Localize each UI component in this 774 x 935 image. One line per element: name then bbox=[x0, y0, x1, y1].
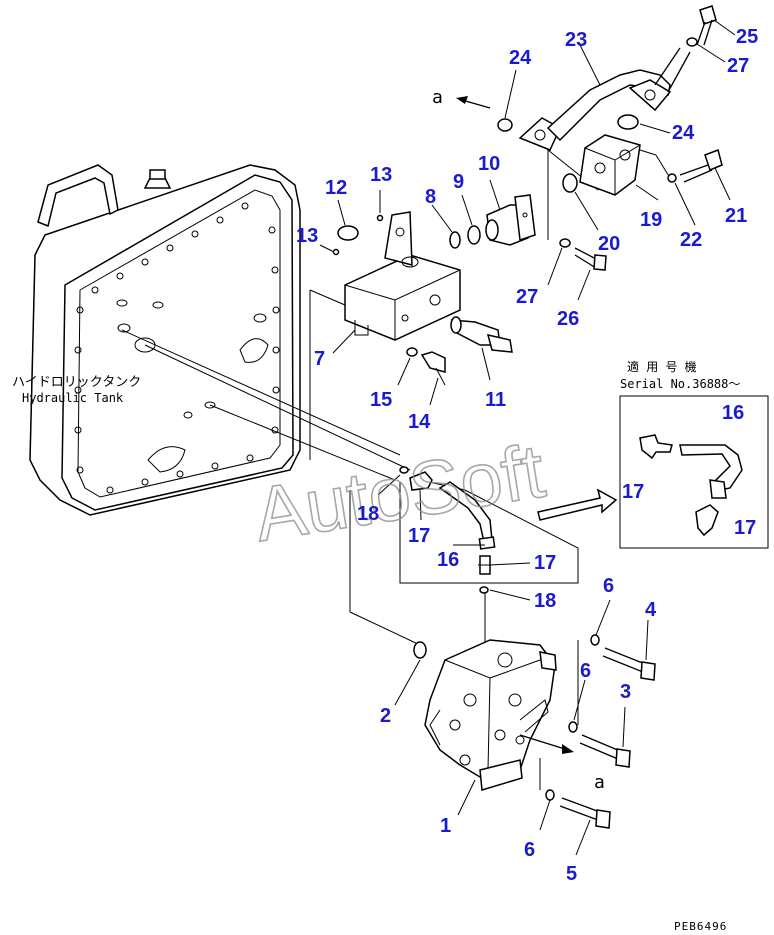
callout-7: 7 bbox=[314, 348, 325, 370]
part-25-bolt bbox=[696, 5, 717, 46]
part-27-washer-b bbox=[559, 238, 571, 248]
callout-24b: 24 bbox=[672, 122, 695, 144]
callout-15: 15 bbox=[370, 389, 392, 411]
part-10-solenoid bbox=[485, 194, 536, 246]
part-13b-small-ring bbox=[332, 248, 340, 256]
part-12-oring bbox=[337, 225, 359, 241]
callout-17-inset-b: 17 bbox=[734, 517, 756, 539]
part-24-oring-b bbox=[617, 114, 639, 130]
callout-10: 10 bbox=[478, 153, 500, 175]
callout-14: 14 bbox=[408, 411, 431, 433]
callout-26: 26 bbox=[557, 308, 579, 330]
serial-label-en: Serial No.36888〜 bbox=[620, 377, 740, 391]
callout-18b: 18 bbox=[534, 590, 556, 612]
callout-25: 25 bbox=[736, 26, 758, 48]
tank-label-jp: ハイドロリックタンク bbox=[12, 375, 141, 390]
arrow-a-top: a bbox=[432, 87, 491, 109]
callout-numbers: 24 23 25 27 24 10 9 8 13 12 13 19 21 20 … bbox=[296, 26, 758, 885]
serial-label-jp: 適 用 号 機 bbox=[627, 359, 697, 374]
part-2-oring bbox=[413, 641, 427, 659]
part-26-bolt bbox=[574, 247, 607, 271]
callout-1: 1 bbox=[440, 815, 451, 837]
part-20-oring bbox=[562, 173, 578, 193]
callout-11: 11 bbox=[485, 389, 506, 411]
callout-6b: 6 bbox=[580, 660, 591, 682]
part-14-15-bolt bbox=[406, 347, 446, 386]
callout-20: 20 bbox=[598, 233, 620, 255]
callout-21: 21 bbox=[725, 205, 747, 227]
part-9-oring bbox=[467, 225, 481, 245]
part-7-block bbox=[344, 211, 461, 341]
part-3-bolt bbox=[579, 734, 631, 768]
drawing-code: PEB6496 bbox=[674, 920, 727, 933]
part-27-washer-a bbox=[686, 37, 698, 47]
hydraulic-tank bbox=[29, 164, 301, 516]
part-1-valve bbox=[424, 639, 557, 791]
part-6-washer-b bbox=[568, 721, 578, 733]
callout-16: 16 bbox=[437, 549, 459, 571]
callout-17a: 17 bbox=[408, 525, 430, 547]
callout-17b: 17 bbox=[534, 552, 556, 574]
part-23-pipe bbox=[518, 47, 691, 151]
callout-17-inset-a: 17 bbox=[622, 481, 644, 503]
part-24-oring-a bbox=[497, 118, 513, 132]
svg-text:a: a bbox=[594, 772, 605, 793]
callout-6a: 6 bbox=[603, 575, 614, 597]
part-17-elbow-a bbox=[409, 471, 433, 491]
callout-5: 5 bbox=[566, 863, 577, 885]
leader-lines bbox=[121, 149, 671, 790]
part-11-sensor bbox=[450, 316, 513, 353]
callout-13b: 13 bbox=[296, 225, 318, 247]
callout-27b: 27 bbox=[516, 286, 538, 308]
part-6-washer-a bbox=[590, 634, 600, 646]
part-21-bolt bbox=[679, 149, 723, 183]
part-19-flange bbox=[579, 134, 641, 196]
callout-19: 19 bbox=[640, 209, 662, 231]
callout-18a: 18 bbox=[357, 503, 379, 525]
part-13-small-ring bbox=[376, 214, 384, 222]
serial-inset bbox=[619, 395, 769, 549]
part-4-bolt bbox=[602, 647, 656, 681]
inset-pointer-arrow bbox=[537, 488, 618, 521]
callout-2: 2 bbox=[380, 705, 391, 727]
callout-4: 4 bbox=[645, 599, 657, 621]
callout-13a: 13 bbox=[370, 164, 392, 186]
callout-6c: 6 bbox=[524, 839, 535, 861]
part-6-washer-c bbox=[545, 789, 555, 801]
part-16-hose bbox=[438, 481, 496, 550]
callout-16-inset: 16 bbox=[722, 402, 744, 424]
callout-27a: 27 bbox=[727, 55, 749, 77]
part-17-elbow-b bbox=[478, 555, 492, 575]
svg-text:a: a bbox=[432, 87, 443, 108]
part-22-washer bbox=[667, 173, 677, 183]
callout-22: 22 bbox=[680, 229, 702, 251]
callout-23: 23 bbox=[565, 29, 587, 51]
tank-label-en: Hydraulic Tank bbox=[22, 391, 124, 405]
part-8-oring bbox=[449, 231, 461, 249]
callout-8: 8 bbox=[425, 186, 436, 208]
callout-leaders bbox=[319, 19, 736, 856]
part-18-oring-b bbox=[399, 466, 409, 474]
callout-24a: 24 bbox=[509, 47, 532, 69]
part-18-oring-a bbox=[479, 586, 489, 594]
part-5-bolt bbox=[559, 797, 611, 829]
callout-3: 3 bbox=[620, 681, 631, 703]
callout-9: 9 bbox=[453, 171, 464, 193]
callout-12: 12 bbox=[325, 177, 347, 199]
arrow-a-bottom: a bbox=[519, 734, 605, 793]
